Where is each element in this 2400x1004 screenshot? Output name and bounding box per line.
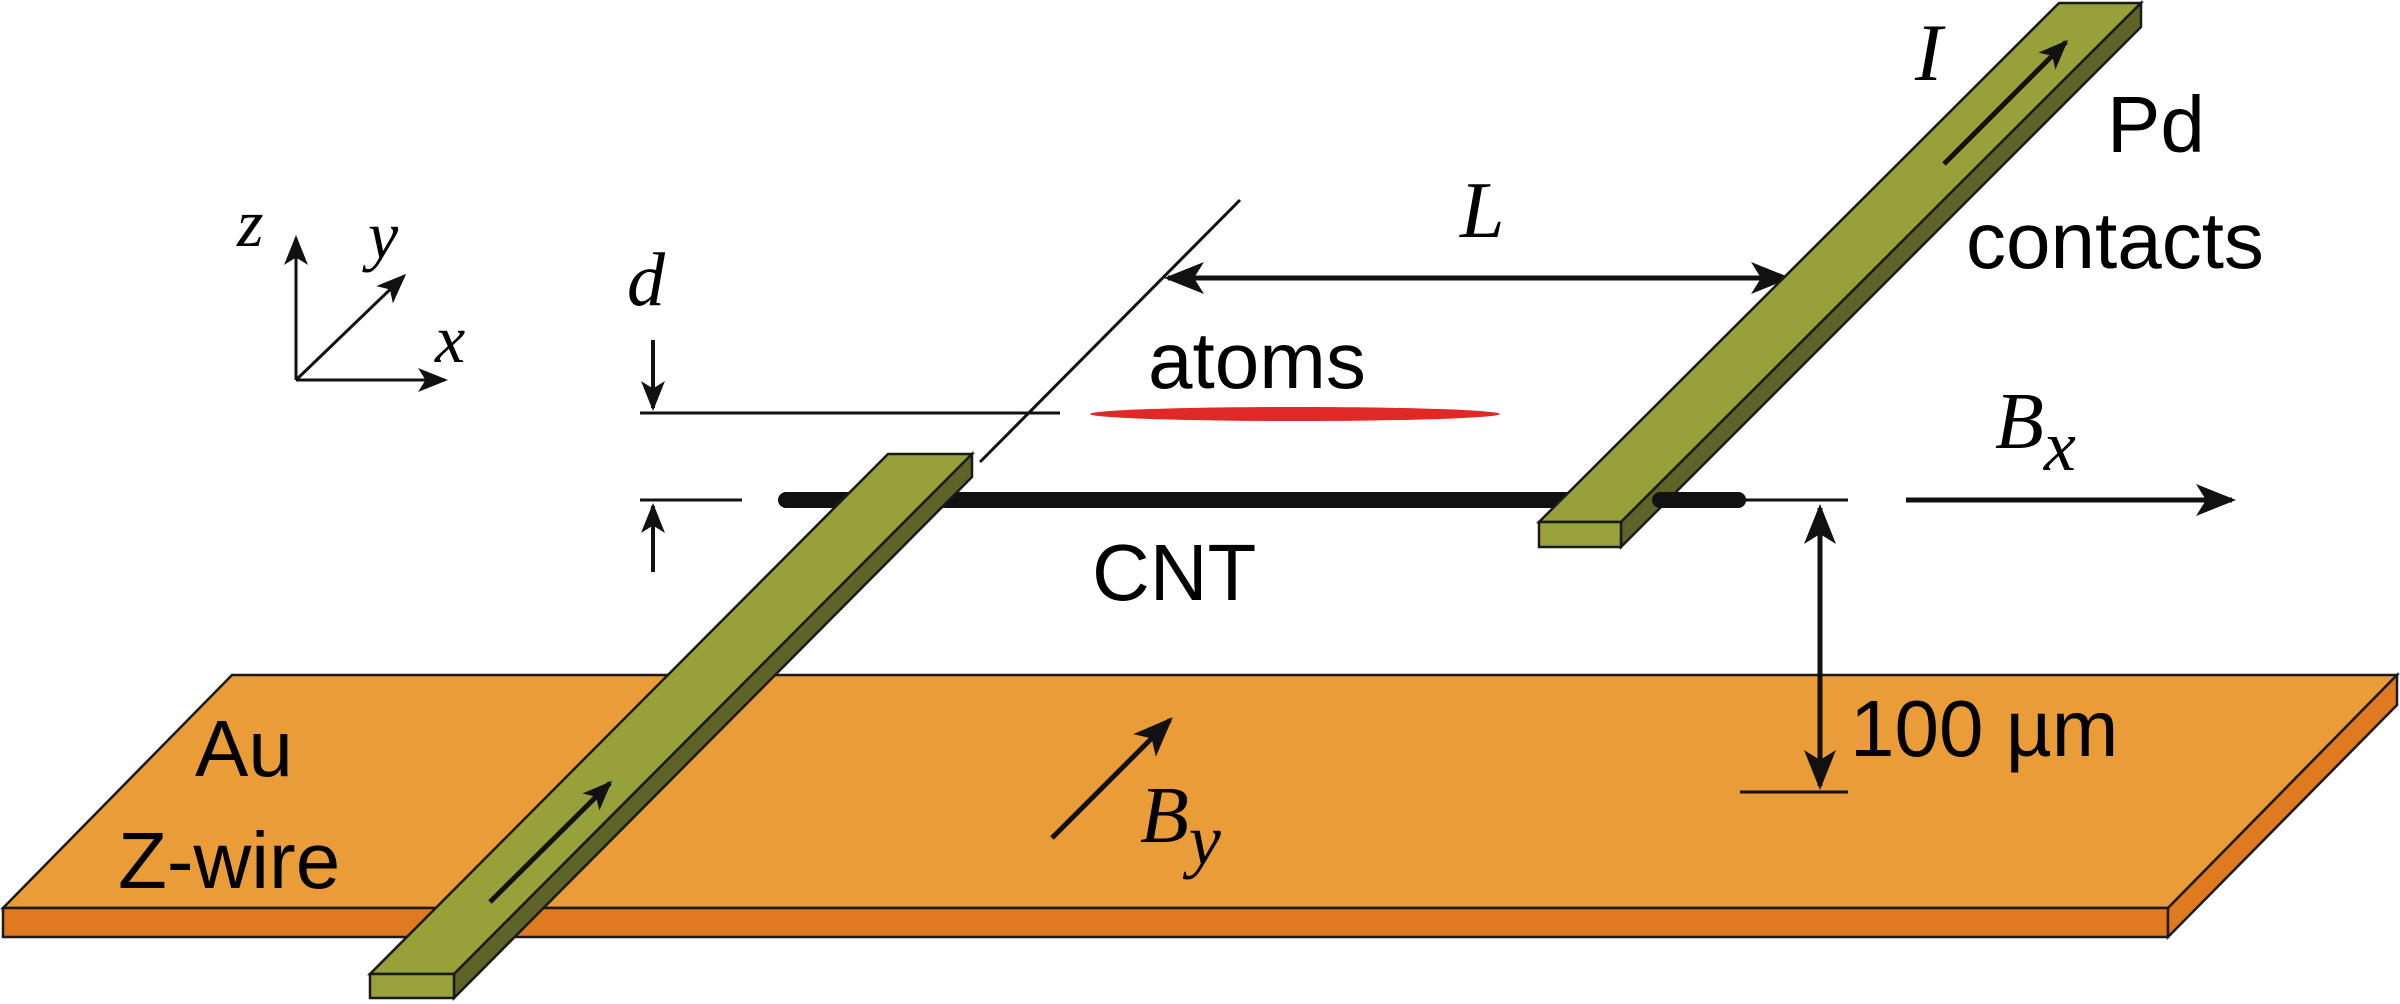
pd-contact-left [366,450,976,1002]
height-100um: 100 µm [1740,504,2118,794]
field-by: By [1050,717,1221,880]
au-label-line2: Z-wire [118,816,340,905]
au-z-wire-front [1,906,2170,939]
current-arrow-left [488,780,613,904]
guide-line [978,198,1242,464]
axis-x-label: x [434,301,465,377]
length-L: L [1164,167,1791,294]
current-arrow-right [1942,39,2069,166]
atoms-label: atoms [1148,316,1366,405]
cnt-label: CNT [1092,528,1256,617]
by-label: By [1140,772,1221,880]
distance-d-label: d [627,238,666,322]
height-label: 100 µm [1850,684,2118,773]
coordinate-axes: z y x [236,185,465,392]
pd-contacts-label-line1: Pd [2107,80,2205,169]
pd-contacts-label-line2: contacts [1966,196,2264,285]
axis-z-label: z [236,185,263,261]
field-bx: Bx [1906,378,2236,516]
pd-contact-right [1535,0,2145,551]
bx-label: Bx [1995,378,2076,486]
length-L-label: L [1459,167,1505,255]
atom-cloud [1090,407,1500,421]
au-label-line1: Au [195,704,293,793]
au-z-wire-side [2166,671,2399,941]
axis-y-label: y [362,197,399,273]
distance-d: d [627,238,666,572]
current-I-label: I [1914,7,1946,98]
